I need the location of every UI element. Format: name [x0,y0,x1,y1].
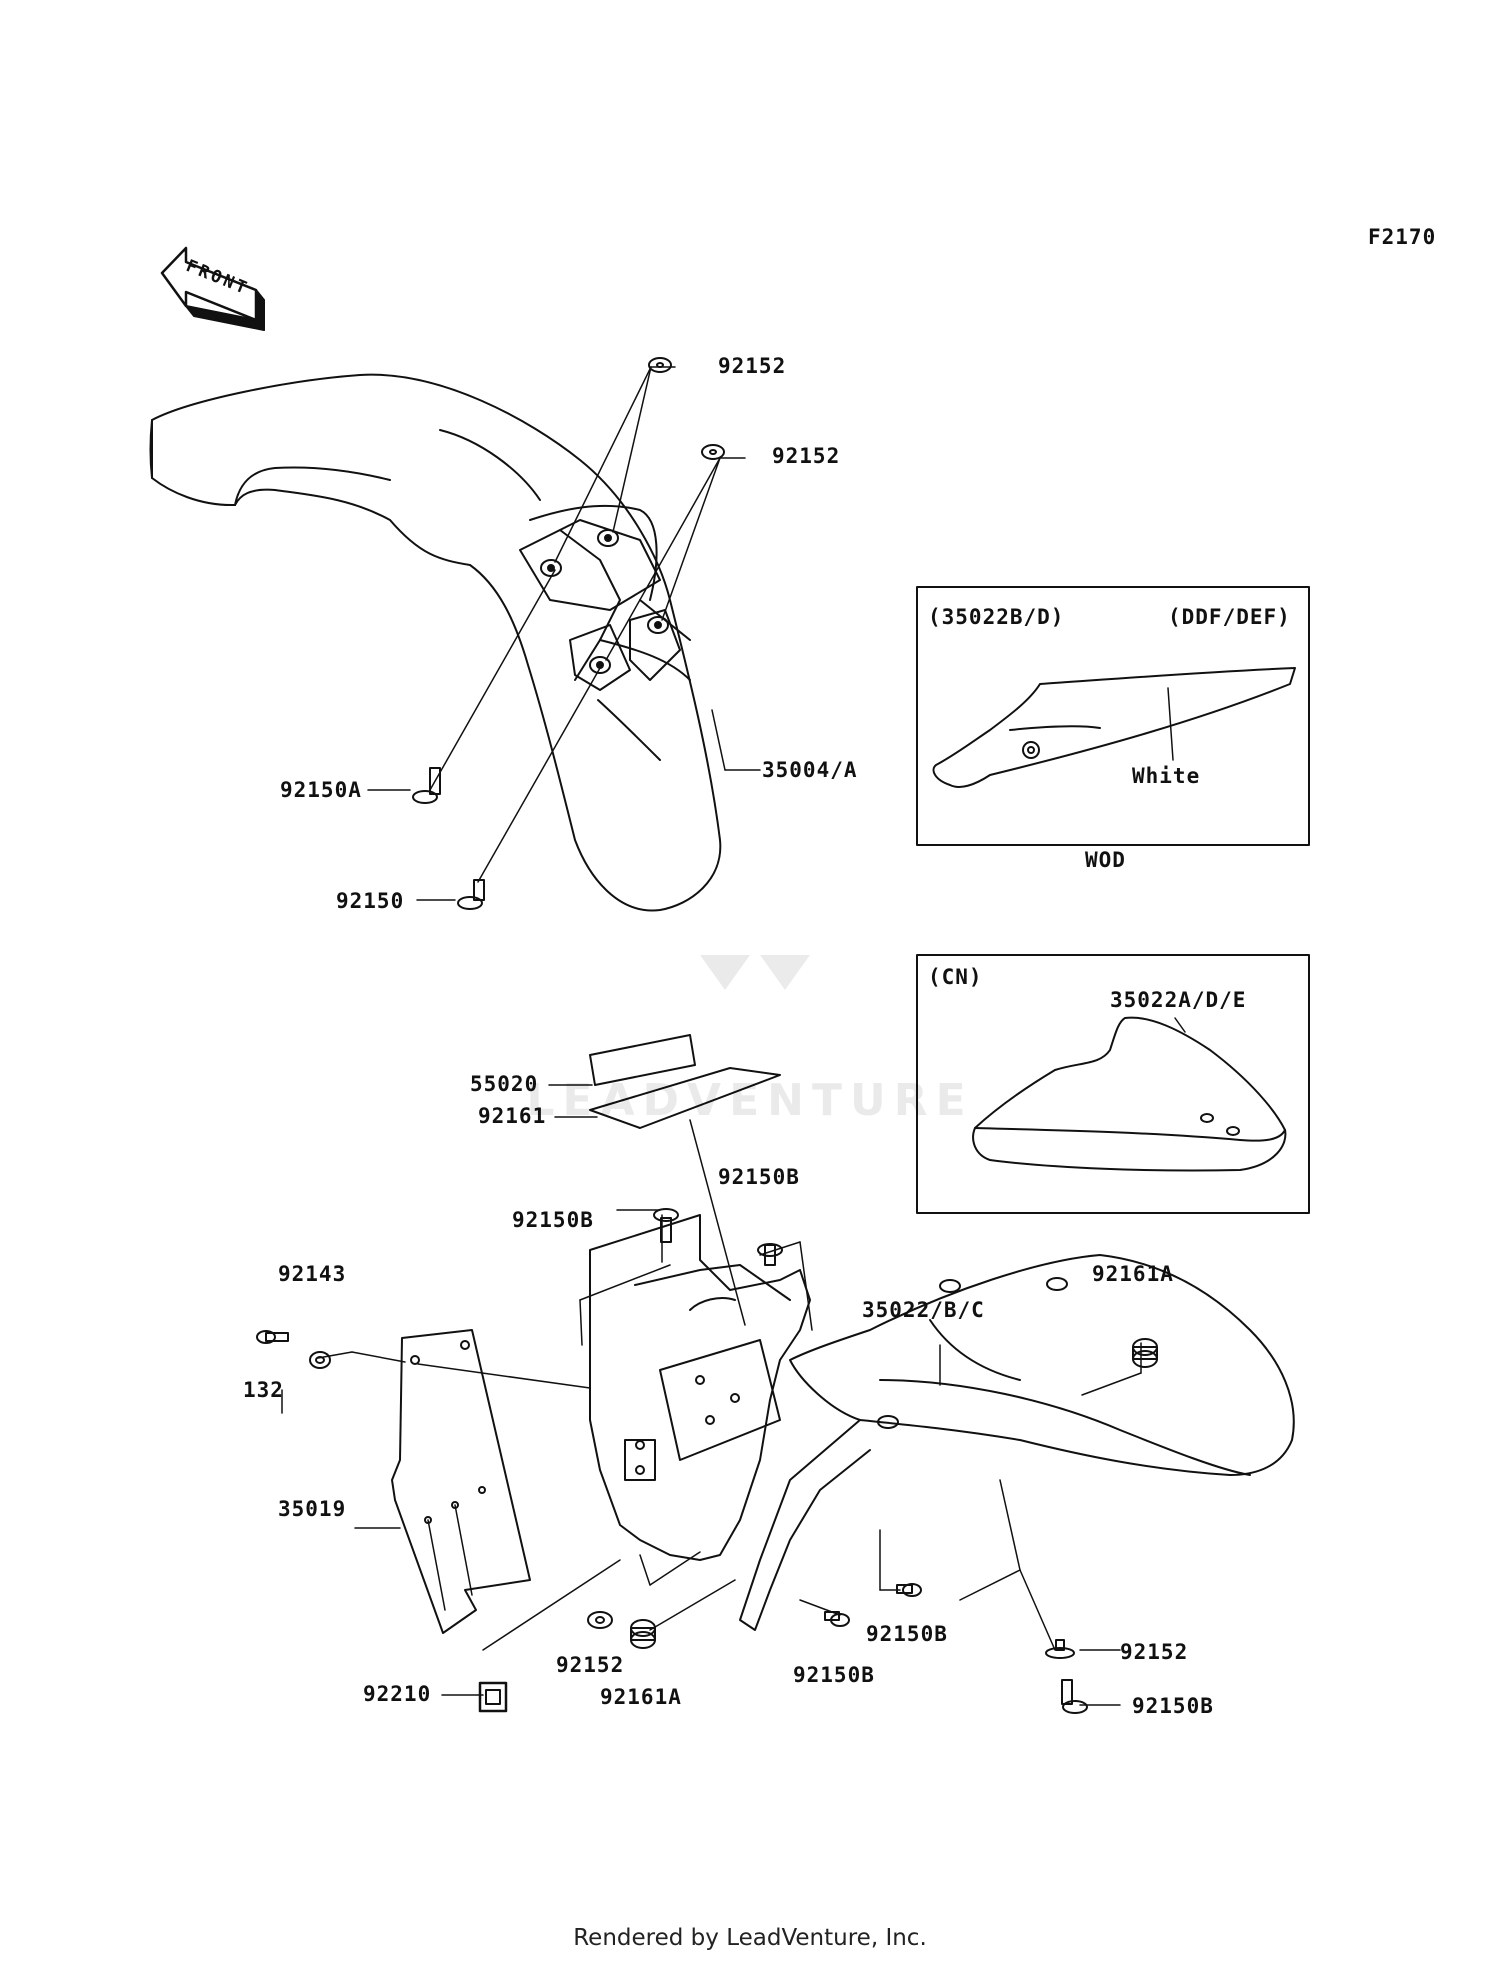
label-rear-fender: 35022/B/C [862,1298,985,1322]
nut-bottom-right [1045,1639,1075,1659]
bolt-b-bottom-right [896,1583,922,1597]
label-screw: 132 [243,1378,284,1402]
label-nut-clip: 92210 [363,1682,432,1706]
nut-clip-92210 [478,1681,508,1713]
mid-leader-lines [548,1084,746,1326]
label-bolt-b-far-right: 92150B [1132,1694,1214,1718]
label-damper-right: 92161A [1092,1262,1174,1286]
figure-code: F2170 [1368,225,1437,249]
label-bolt-b-bottom-mid: 92150B [793,1663,875,1687]
watermark-text: LEADVENTURE [526,1075,973,1126]
label-bolt-b-top-right: 92150B [718,1165,800,1189]
bolt-b-top-right [757,1243,783,1266]
bolt-b-top-left [653,1208,679,1243]
label-washer-bottom: 92152 [556,1653,625,1677]
label-front-bolt-a: 92150A [280,778,362,802]
decal-55020 [589,1034,696,1086]
inset-wod-model: (35022B/D) [928,605,1065,629]
watermark: LEADVENTURE [526,955,973,1126]
front-label: FRONT [183,256,252,299]
footer-credit: Rendered by LeadVenture, Inc. [573,1925,927,1951]
inset-cn-box [916,954,1310,1214]
inset-wod-color: White [1132,764,1201,788]
label-bolt-b-bottom-right: 92150B [866,1622,948,1646]
damper-bottom [630,1619,656,1649]
damper-right [1132,1338,1158,1368]
inset-cn-region: (CN) [928,965,983,989]
pad-92161 [589,1067,781,1129]
label-nut-bottom-right: 92152 [1120,1640,1189,1664]
bolt-b-far-right [1061,1679,1088,1714]
flap-35019 [391,1329,531,1634]
front-bolt-a [412,767,441,804]
front-bolt [457,879,485,910]
front-fender [149,373,722,912]
label-pad: 92161 [478,1104,547,1128]
label-decal: 55020 [470,1072,539,1096]
rear-leader-lines [281,1209,1142,1706]
inset-cn-part: 35022A/D/E [1110,988,1247,1012]
label-front-fender: 35004/A [762,758,858,782]
inset-wod-caption: WOD [1085,848,1126,872]
label-flap: 35019 [278,1497,347,1521]
front-label-svg: FRONT [183,256,252,299]
label-collar: 92143 [278,1262,347,1286]
collar-92143 [309,1351,331,1369]
rear-fender [739,1254,1295,1631]
screw-132 [256,1330,289,1344]
label-front-bolt: 92150 [336,889,405,913]
front-washer-2 [701,444,725,460]
label-bolt-b-top-left: 92150B [512,1208,594,1232]
label-damper-bottom: 92161A [600,1685,682,1709]
label-front-nut-1: 92152 [718,354,787,378]
inset-wod-box [916,586,1310,846]
rear-bracket [589,1214,811,1561]
bolt-b-bottom-mid [824,1611,850,1627]
front-leader-lines [367,366,761,901]
washer-bottom [587,1611,613,1629]
label-front-nut-2: 92152 [772,444,841,468]
inset-wod-variant: (DDF/DEF) [1168,605,1291,629]
front-washer-1 [648,357,672,373]
front-direction-arrow [160,246,265,331]
